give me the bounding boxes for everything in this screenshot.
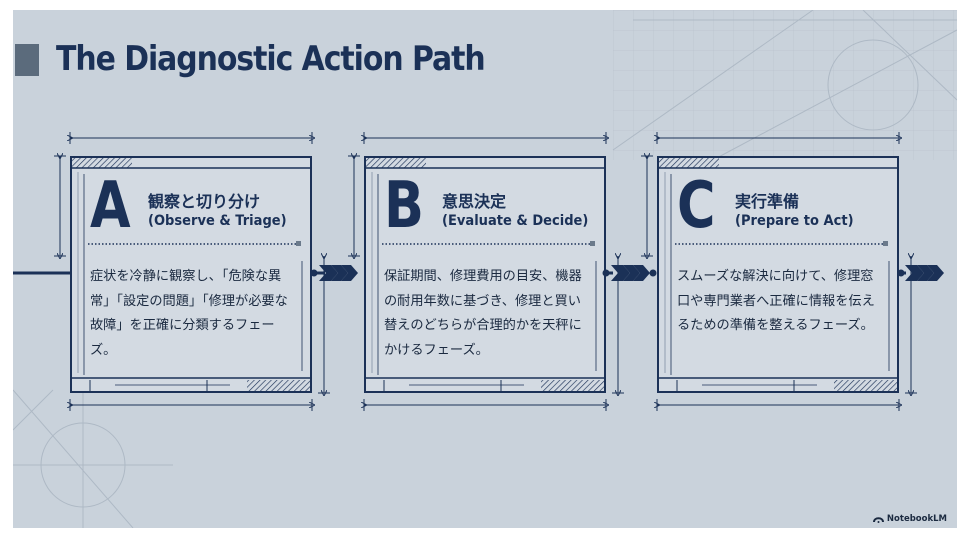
notebooklm-logo: NotebookLM — [872, 514, 947, 524]
page-title: The Diagnostic Action Path — [56, 39, 486, 79]
card-title: 観察と切り分け — [148, 192, 261, 211]
card-subtitle: (Evaluate & Decide) — [442, 213, 589, 229]
title-marker — [15, 44, 39, 76]
logo-text: NotebookLM — [886, 514, 947, 524]
card-prepare: C 実行準備 (Prepare to Act) スムーズな解決に向けて、修理窓口… — [657, 156, 899, 393]
card-body: 保証期間、修理費用の目安、機器の耐用年数に基づき、修理と買い替えのどちらが合理的… — [384, 269, 582, 358]
card-title: 実行準備 — [735, 192, 800, 211]
card-decide: B 意思決定 (Evaluate & Decide) 保証期間、修理費用の目安、… — [364, 156, 606, 393]
card-body: スムーズな解決に向けて、修理窓口や専門業者へ正確に情報を伝えるための準備を整える… — [677, 269, 875, 333]
card-letter: C — [677, 169, 716, 243]
card-subtitle: (Prepare to Act) — [735, 213, 854, 229]
notebooklm-logo-icon — [872, 517, 884, 523]
card-body: 症状を冷静に観察し、「危険な異常」「設定の問題」「修理が必要な故障」を正確に分類… — [90, 269, 288, 358]
card-title: 意思決定 — [442, 192, 507, 211]
card-letter: A — [90, 169, 131, 243]
slide: The Diagnostic Action Path A 観察と切り分け (Ob… — [13, 10, 957, 528]
card-observe: A 観察と切り分け (Observe & Triage) 症状を冷静に観察し、「… — [70, 156, 312, 393]
card-subtitle: (Observe & Triage) — [148, 213, 287, 229]
card-letter: B — [384, 169, 425, 243]
